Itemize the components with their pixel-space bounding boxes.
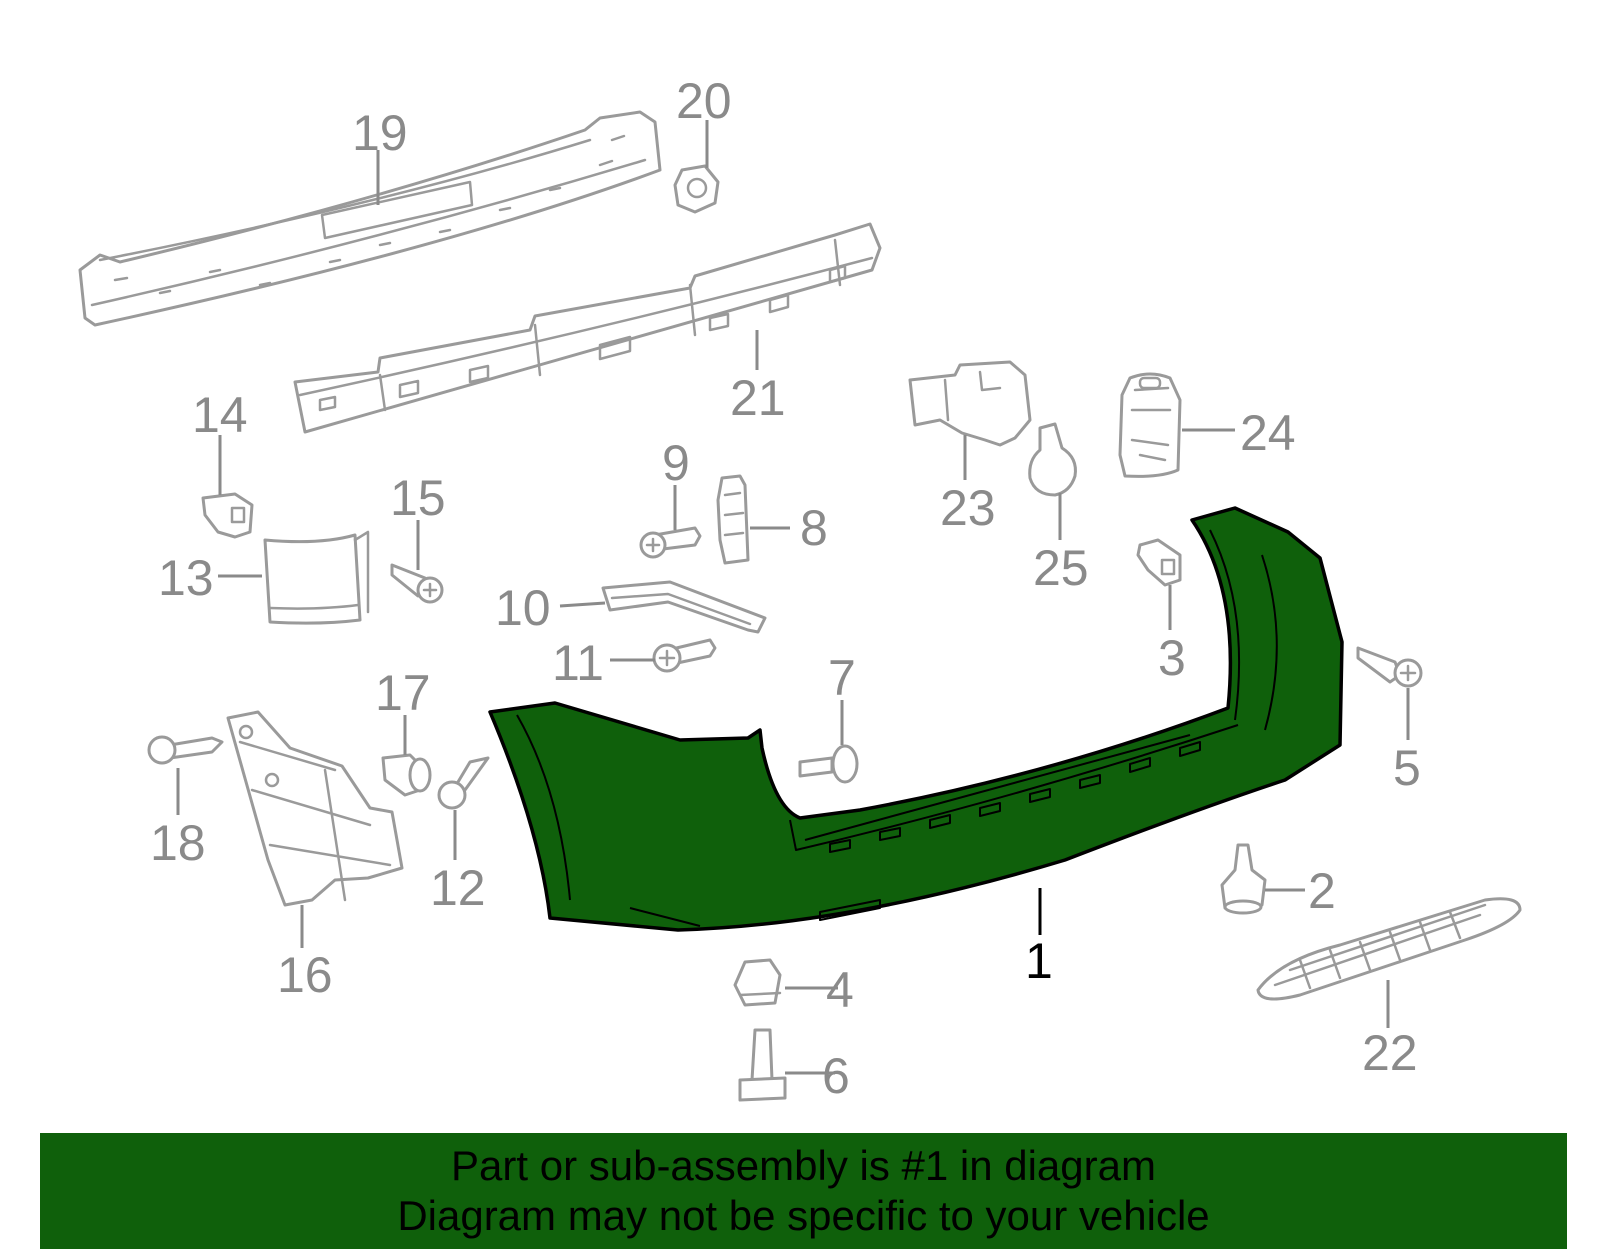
part-8-bracket[interactable] [716,474,750,565]
part-22-reflector[interactable] [1256,897,1522,1001]
callout-10: 10 [495,580,551,636]
callout-18: 18 [150,815,206,871]
callout-2: 2 [1308,863,1336,919]
callout-1: 1 [1025,933,1053,989]
callout-19: 19 [352,105,408,161]
callout-15: 15 [390,470,446,526]
callout-23: 23 [940,480,996,536]
part-24-bracket[interactable] [1118,372,1182,478]
callout-22: 22 [1362,1025,1418,1081]
callout-7: 7 [828,650,856,706]
callout-5: 5 [1393,740,1421,796]
callout-24: 24 [1240,405,1296,461]
part-23-sensor[interactable] [908,360,1032,447]
banner-line-2: Diagram may not be specific to your vehi… [397,1192,1210,1239]
callout-13: 13 [158,550,214,606]
part-13-protector[interactable] [263,530,370,625]
callout-8: 8 [800,500,828,556]
callout-12: 12 [430,860,486,916]
callout-11: 11 [552,635,604,691]
part-7-pushpin[interactable] [798,744,859,784]
callout-25: 25 [1033,540,1089,596]
callout-labels: 1 2 3 4 5 6 7 8 9 10 11 12 13 14 15 16 1… [150,73,1421,1104]
part-11-screw[interactable] [652,638,717,673]
part-10-bracket[interactable] [601,580,767,634]
callout-16: 16 [277,947,333,1003]
callout-4: 4 [826,962,854,1018]
callout-17: 17 [375,665,431,721]
callout-14: 14 [192,387,248,443]
part-14-clip[interactable] [201,492,254,539]
part-15-screw[interactable] [390,563,444,604]
part-19-reinforcement[interactable] [78,110,662,327]
part-6-screw[interactable] [738,1028,787,1102]
part-16-mudguard[interactable] [226,710,404,907]
callout-9: 9 [662,435,690,491]
parts-diagram: 1 2 3 4 5 6 7 8 9 10 11 12 13 14 15 16 1… [78,73,1522,1104]
banner-line-1: Part or sub-assembly is #1 in diagram [451,1142,1156,1189]
callout-20: 20 [676,73,732,129]
leader-lines [176,120,1410,1075]
callout-21: 21 [730,370,786,426]
part-3-clip[interactable] [1136,538,1182,587]
part-21-absorber[interactable] [293,222,882,434]
part-20-nut[interactable] [673,164,720,214]
part-9-screw[interactable] [639,526,702,559]
callout-6: 6 [822,1048,850,1104]
part-2-clip[interactable] [1220,843,1267,915]
part-18-bolt[interactable] [147,735,224,765]
part-4-clip[interactable] [733,958,782,1007]
callout-3: 3 [1158,630,1186,686]
info-banner: Part or sub-assembly is #1 in diagram Di… [40,1133,1567,1249]
part-25-grommet[interactable] [1028,422,1077,497]
bumper-cover-shape [488,506,1344,932]
part-5-screw[interactable] [1356,646,1423,688]
part-17-nut[interactable] [381,753,432,797]
part-1-bumper-cover[interactable] [488,506,1344,932]
part-12-bolt[interactable] [437,756,490,810]
